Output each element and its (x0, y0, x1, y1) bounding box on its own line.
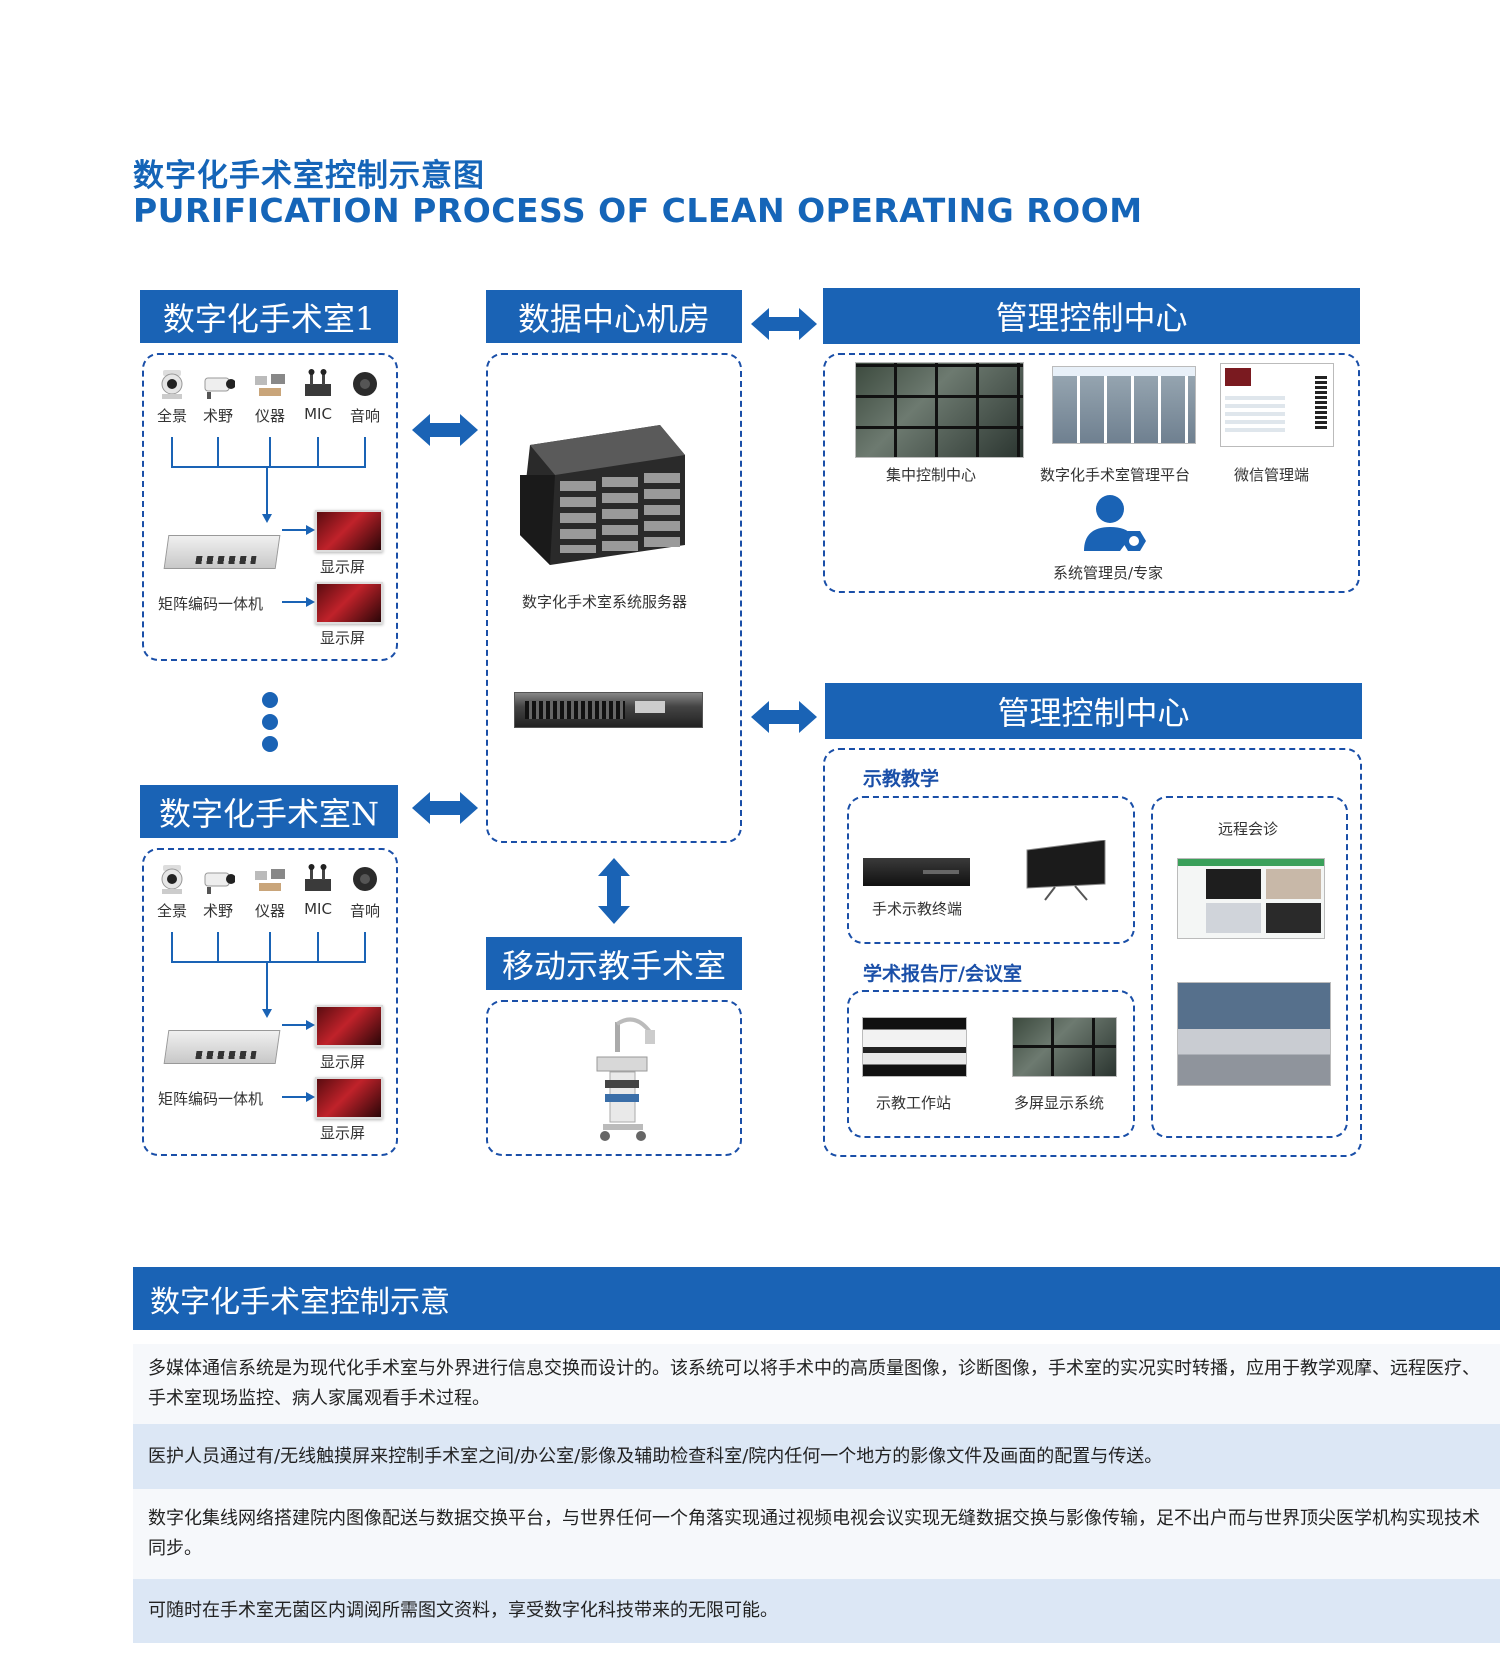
mgmt1-header: 管理控制中心 (823, 288, 1360, 344)
matrix-label: 矩阵编码一体机 (158, 1090, 264, 1108)
double-arrow-icon (412, 792, 478, 824)
server-label: 数字化手术室系统服务器 (522, 593, 688, 611)
display-screen-image (315, 510, 383, 552)
screen-label: 显示屏 (320, 1053, 366, 1071)
remote-consult-image (1177, 858, 1325, 939)
field-camera-icon (201, 862, 235, 896)
field-camera-icon (201, 367, 235, 401)
ptz-camera-icon (155, 862, 189, 896)
display-screen-image (315, 1077, 383, 1119)
rack-server-image (514, 692, 703, 728)
workstation-image (862, 1017, 967, 1077)
device-panorama: 全景 (150, 367, 194, 426)
multiscreen-label: 多屏显示系统 (1014, 1094, 1105, 1112)
mgmt2-header: 管理控制中心 (825, 683, 1362, 739)
ptz-camera-icon (155, 367, 189, 401)
screen-label: 显示屏 (320, 558, 366, 576)
matrix-encoder-image (163, 535, 281, 569)
academic-box (847, 990, 1135, 1138)
roomN-header: 数字化手术室N (140, 785, 398, 838)
academic-heading: 学术报告厅/会议室 (863, 963, 1022, 985)
screen-label: 显示屏 (320, 629, 366, 647)
workstation-label: 示教工作站 (876, 1094, 952, 1112)
device-mic: MIC (296, 862, 340, 918)
monitor-image (1026, 840, 1106, 901)
double-arrow-icon (412, 414, 478, 446)
mgmt1-item-label: 数字化手术室管理平台 (1040, 466, 1191, 484)
description-paragraph: 多媒体通信系统是为现代化手术室与外界进行信息交换而设计的。该系统可以将手术中的高… (133, 1344, 1500, 1424)
matrix-label: 矩阵编码一体机 (158, 595, 264, 613)
management-platform-image (1052, 366, 1196, 444)
display-screen-image (315, 1005, 383, 1047)
page-title-en: PURIFICATION PROCESS OF CLEAN OPERATING … (133, 191, 1143, 230)
screen-label: 显示屏 (320, 1124, 366, 1142)
device-mic: MIC (296, 367, 340, 423)
microphone-icon (301, 367, 335, 401)
datacenter-header: 数据中心机房 (486, 290, 742, 343)
mobile-box (486, 1000, 742, 1156)
device-speaker: 音响 (343, 367, 387, 426)
device-speaker: 音响 (343, 862, 387, 921)
instrument-icon (253, 367, 287, 401)
teaching-terminal-image (863, 858, 970, 886)
device-field: 术野 (196, 862, 240, 921)
conference-photo-image (1177, 982, 1331, 1086)
mgmt2-box (823, 748, 1362, 1157)
datacenter-box (486, 353, 742, 843)
mgmt1-item-label: 微信管理端 (1234, 466, 1310, 484)
device-instrument: 仪器 (248, 862, 292, 921)
speaker-icon (348, 367, 382, 401)
teaching-box (847, 796, 1135, 944)
device-panorama: 全景 (150, 862, 194, 921)
mobile-cart-image (585, 1012, 675, 1147)
wechat-admin-image (1220, 363, 1334, 447)
room1-box (142, 353, 398, 661)
admin-user-icon (1084, 495, 1146, 551)
mobile-header: 移动示教手术室 (486, 937, 742, 990)
description-paragraph: 医护人员通过有/无线触摸屏来控制手术室之间/办公室/影像及辅助检查科室/院内任何… (133, 1424, 1500, 1489)
room1-header: 数字化手术室1 (140, 290, 398, 343)
display-screen-image (315, 582, 383, 624)
double-arrow-icon (751, 701, 817, 733)
mgmt1-item-label: 集中控制中心 (886, 466, 977, 484)
remote-box (1151, 796, 1348, 1138)
admin-label: 系统管理员/专家 (1053, 564, 1164, 582)
teaching-terminal-label: 手术示教终端 (872, 900, 963, 918)
page-title-cn: 数字化手术室控制示意图 (133, 158, 485, 194)
vertical-double-arrow-icon (598, 858, 630, 924)
remote-label: 远程会诊 (1218, 820, 1279, 838)
double-arrow-icon (751, 308, 817, 340)
device-field: 术野 (196, 367, 240, 426)
teaching-heading: 示教教学 (863, 768, 940, 790)
instrument-icon (253, 862, 287, 896)
description-paragraph: 可随时在手术室无菌区内调阅所需图文资料，享受数字化科技带来的无限可能。 (133, 1579, 1500, 1643)
storage-server-image (510, 425, 685, 565)
mgmt1-box (823, 353, 1360, 593)
roomN-box (142, 848, 398, 1156)
description-paragraph: 数字化集线网络搭建院内图像配送与数据交换平台，与世界任何一个角落实现通过视频电视… (133, 1489, 1500, 1579)
device-instrument: 仪器 (248, 367, 292, 426)
description-header: 数字化手术室控制示意 (133, 1267, 1500, 1330)
microphone-icon (301, 862, 335, 896)
control-center-image (855, 362, 1024, 458)
speaker-icon (348, 862, 382, 896)
multiscreen-image (1012, 1017, 1117, 1077)
matrix-encoder-image (163, 1030, 281, 1064)
